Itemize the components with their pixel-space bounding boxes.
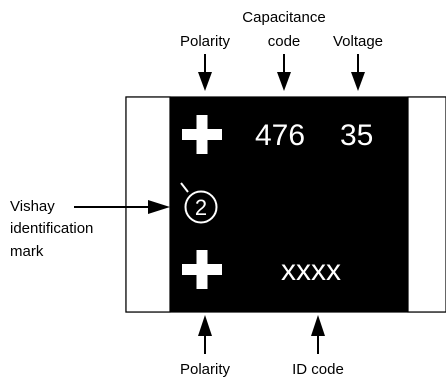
arrow-top-polarity [198,54,212,91]
arrow-capacitance-code [277,54,291,91]
arrow-voltage [351,54,365,91]
id-code-value: xxxx [281,254,341,287]
label-capacitance-code-line1: Capacitance [242,9,325,26]
label-top-polarity: Polarity [180,33,231,50]
label-vishay-line2: identification [10,220,93,237]
vishay-mark-digit: 2 [195,195,207,220]
label-capacitance-code-line2: code [268,33,301,50]
arrow-vishay-mark [74,200,170,214]
arrow-id-code [311,315,325,354]
top-polarity-plus-icon [182,115,222,154]
label-bottom-polarity: Polarity [180,361,231,378]
voltage-value: 35 [340,119,373,152]
label-vishay-line3: mark [10,243,44,260]
label-id-code: ID code [292,361,344,378]
capacitance-value: 476 [255,119,305,152]
label-voltage: Voltage [333,33,383,50]
arrow-bottom-polarity [198,315,212,354]
bottom-polarity-plus-icon [182,250,222,289]
vishay-mark-icon: 2 [180,182,218,224]
right-termination [407,96,446,313]
label-vishay-line1: Vishay [10,198,55,215]
